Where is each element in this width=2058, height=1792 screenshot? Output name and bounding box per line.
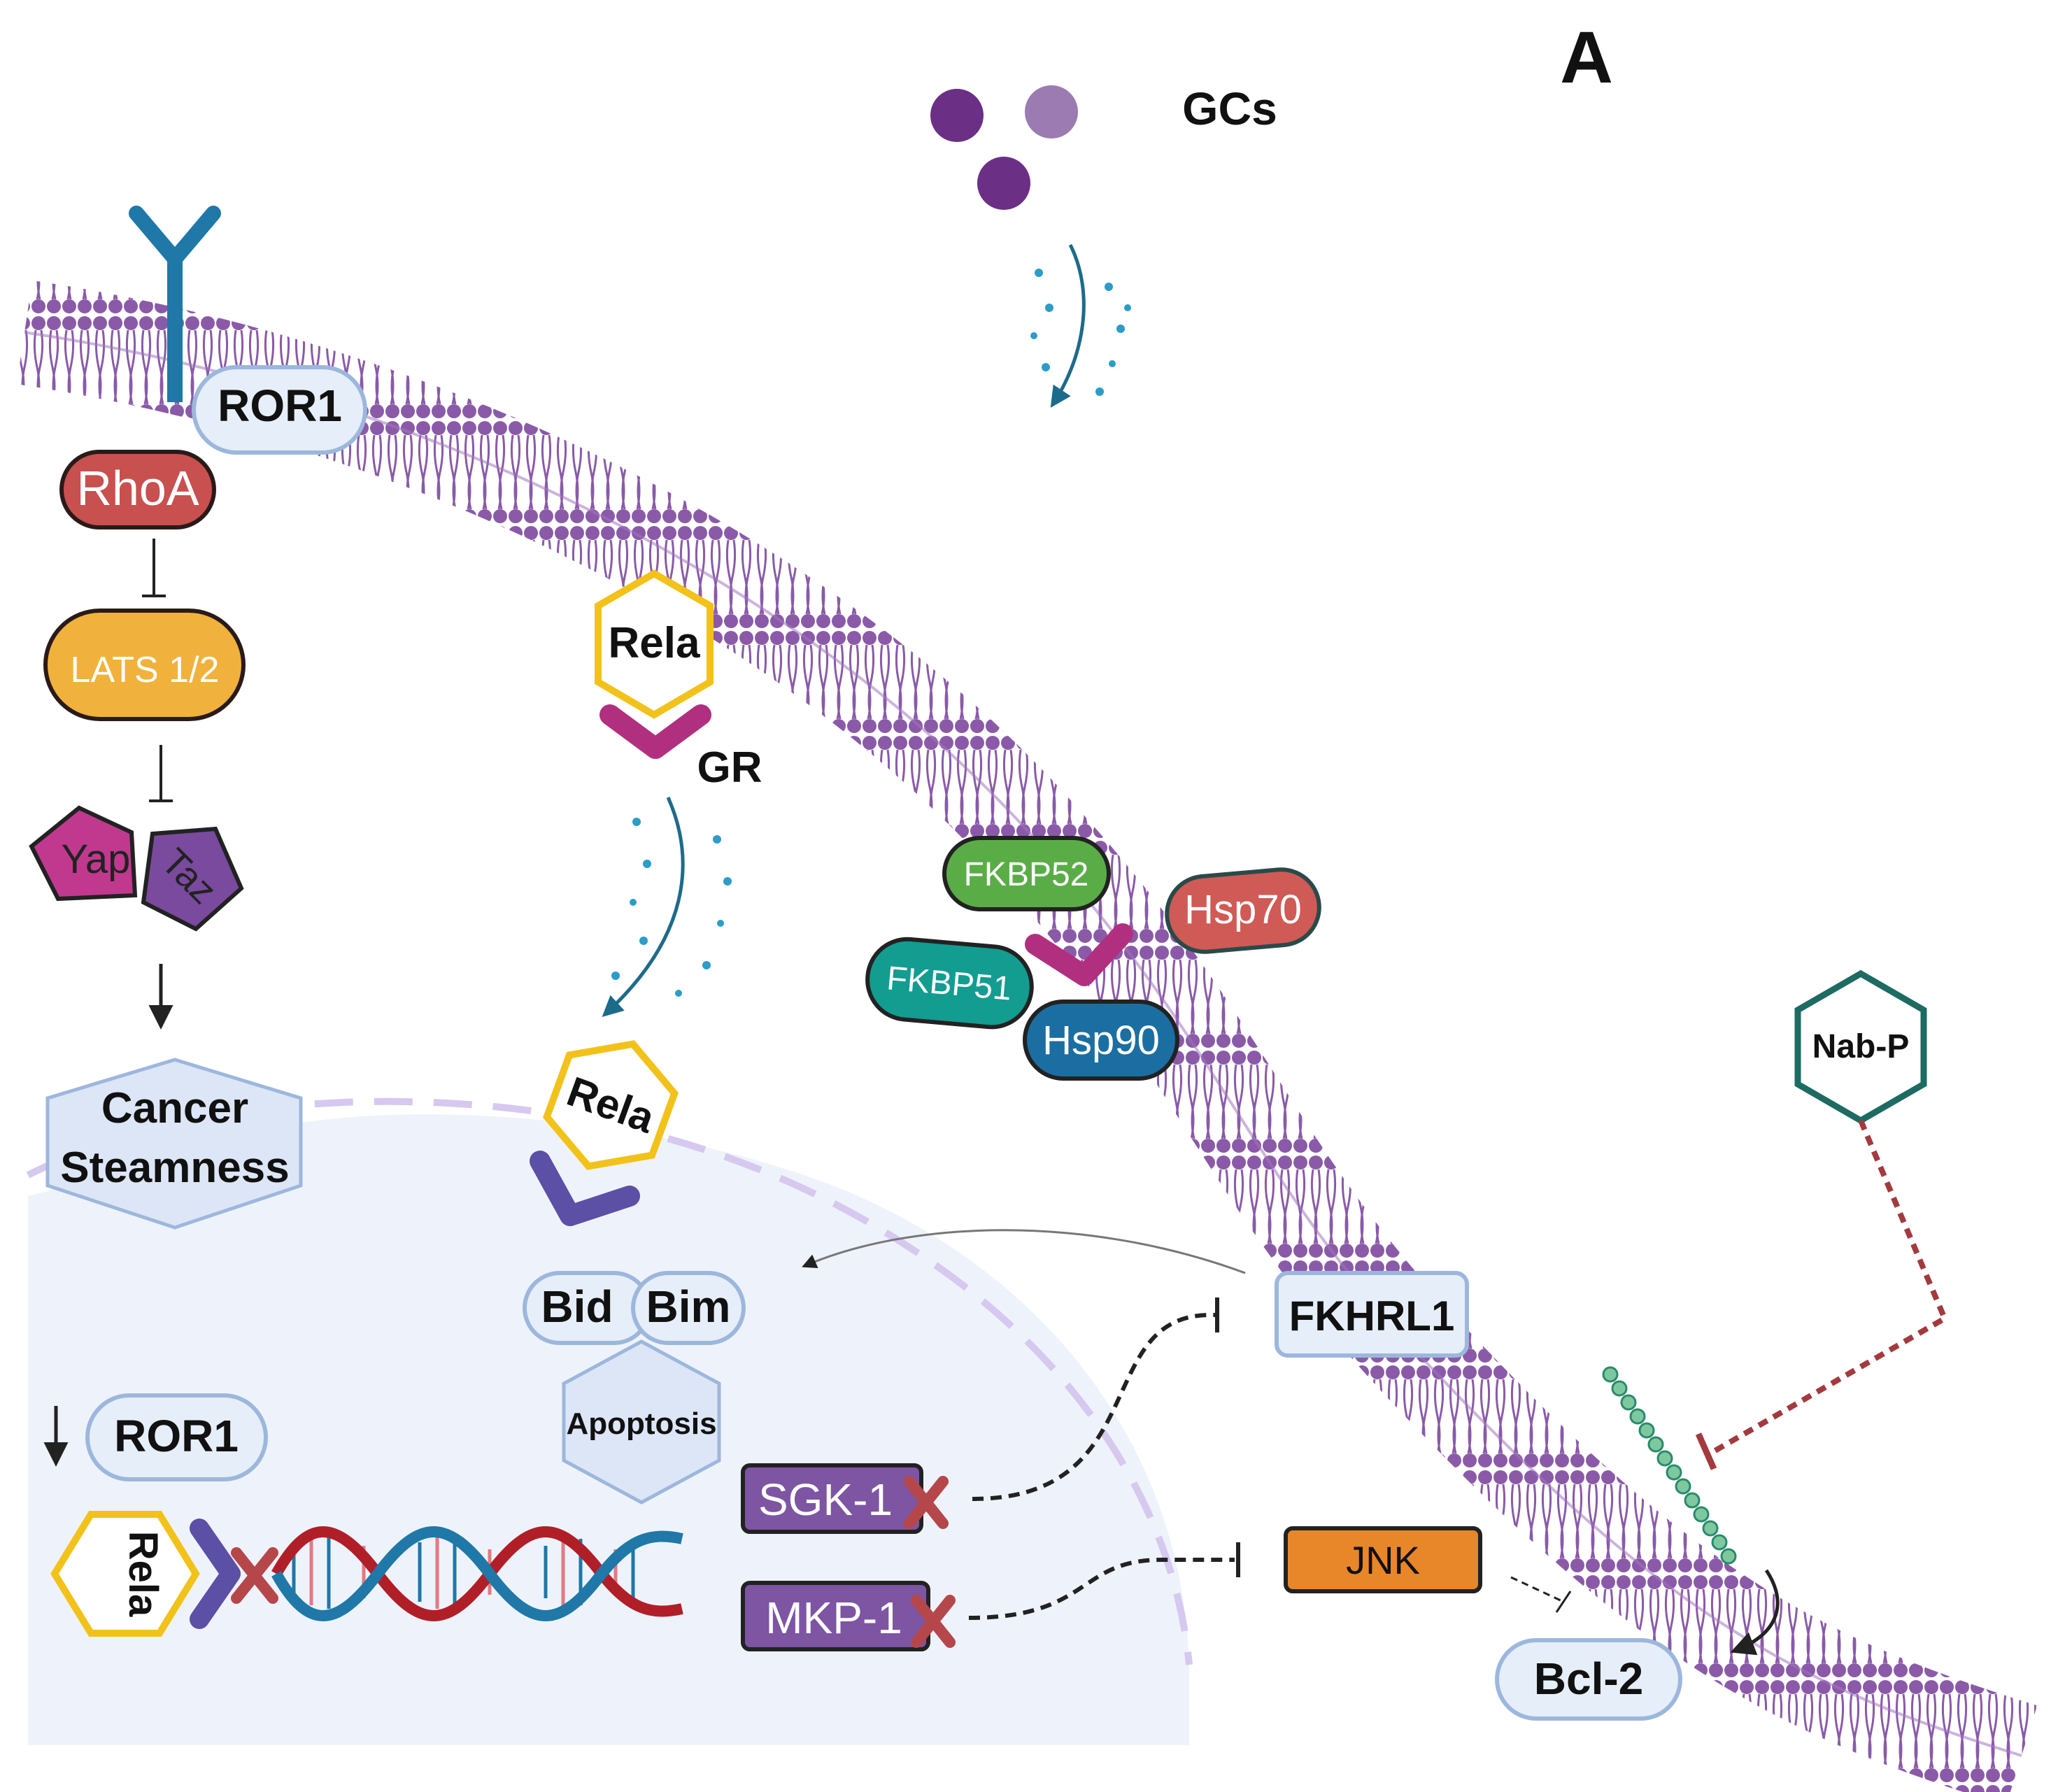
bcl-2: Bcl-2 [1495, 1638, 1682, 1721]
arrow-fkhrl1-bid [802, 1229, 1246, 1274]
block-x-dna [231, 1547, 278, 1604]
gr-receptor-top [599, 704, 711, 759]
hsp70: Hsp70 [1165, 867, 1321, 954]
block-x-mkp1 [911, 1595, 956, 1648]
svg-text:Bcl-2: Bcl-2 [1534, 1654, 1644, 1704]
svg-text:Nab-P: Nab-P [1812, 1028, 1910, 1065]
gr-receptor-complex [1025, 923, 1133, 986]
svg-text:Bid: Bid [541, 1281, 613, 1332]
gcs-label: GCs [1182, 83, 1277, 134]
svg-text:RhoA: RhoA [76, 461, 199, 515]
ror1-bottom: ROR1 [85, 1393, 268, 1481]
ror1-top: ROR1 [192, 365, 367, 455]
diffusion-arrow-top [1030, 243, 1131, 408]
mkp-1: MKP-1 [741, 1581, 930, 1651]
svg-text:Yap: Yap [62, 837, 131, 882]
bid: Bid [523, 1271, 651, 1345]
svg-text:MKP-1: MKP-1 [765, 1593, 902, 1643]
glucocorticoid-molecules [930, 85, 1078, 210]
svg-text:Hsp70: Hsp70 [1184, 887, 1302, 932]
arrow-to-bcl2 [1730, 1569, 1780, 1656]
dna-helix [271, 1526, 683, 1621]
rela-bottom: Rela [50, 1511, 200, 1637]
rela-top: Rela [595, 569, 714, 719]
svg-text:LATS 1/2: LATS 1/2 [71, 650, 220, 690]
fkhrl1: FKHRL1 [1275, 1271, 1469, 1358]
block-x-sgk1 [904, 1476, 949, 1529]
inhibit-nabp [1695, 1119, 1949, 1470]
jnk: JNK [1284, 1526, 1482, 1593]
svg-text:FKHRL1: FKHRL1 [1289, 1293, 1455, 1339]
diffusion-arrow-middle [602, 796, 732, 1018]
hsp90: Hsp90 [1023, 1000, 1179, 1081]
svg-text:Bim: Bim [646, 1281, 731, 1332]
gr-receptor-bottom [190, 1519, 241, 1629]
cancer-steamness: Cancer Steamness [45, 1058, 303, 1230]
taz: Taz [141, 826, 244, 932]
inhibit-lats-yap [149, 745, 173, 802]
bead-chain [1602, 1366, 1737, 1565]
nab-p: Nab-P [1794, 969, 1927, 1125]
svg-text:SGK-1: SGK-1 [758, 1474, 893, 1525]
svg-text:JNK: JNK [1346, 1538, 1420, 1582]
svg-text:Cancer: Cancer [101, 1084, 248, 1132]
inhibit-jnk-bcl2 [1510, 1576, 1572, 1613]
inhibit-mkp1-jnk [968, 1542, 1240, 1620]
apoptosis: Apoptosis [562, 1339, 721, 1505]
inhibit-sgk1-fkhrl1 [972, 1297, 1219, 1501]
svg-text:Apoptosis: Apoptosis [566, 1407, 716, 1441]
inhibit-rhoa-lats [142, 539, 166, 597]
fkbp52: FKBP52 [942, 836, 1111, 911]
panel-label: A [1560, 17, 1613, 99]
gr-label: GR [697, 744, 762, 792]
svg-text:Steamness: Steamness [60, 1144, 289, 1192]
rela-middle: Rela [543, 1040, 679, 1170]
bim: Bim [631, 1271, 746, 1345]
svg-text:FKBP52: FKBP52 [964, 856, 1089, 893]
svg-text:ROR1: ROR1 [114, 1411, 239, 1461]
rhoa: RhoA [59, 450, 216, 529]
svg-text:Rela: Rela [609, 619, 700, 667]
svg-text:ROR1: ROR1 [218, 381, 342, 431]
svg-text:Rela: Rela [120, 1531, 166, 1617]
gr-receptor-middle [530, 1151, 640, 1226]
svg-text:Hsp90: Hsp90 [1042, 1018, 1160, 1063]
ror1-receptor [129, 206, 221, 402]
yap: Yap [29, 805, 138, 902]
fkbp51: FKBP51 [865, 937, 1034, 1030]
sgk-1: SGK-1 [741, 1463, 923, 1534]
lats-1-2: LATS 1/2 [43, 609, 246, 721]
